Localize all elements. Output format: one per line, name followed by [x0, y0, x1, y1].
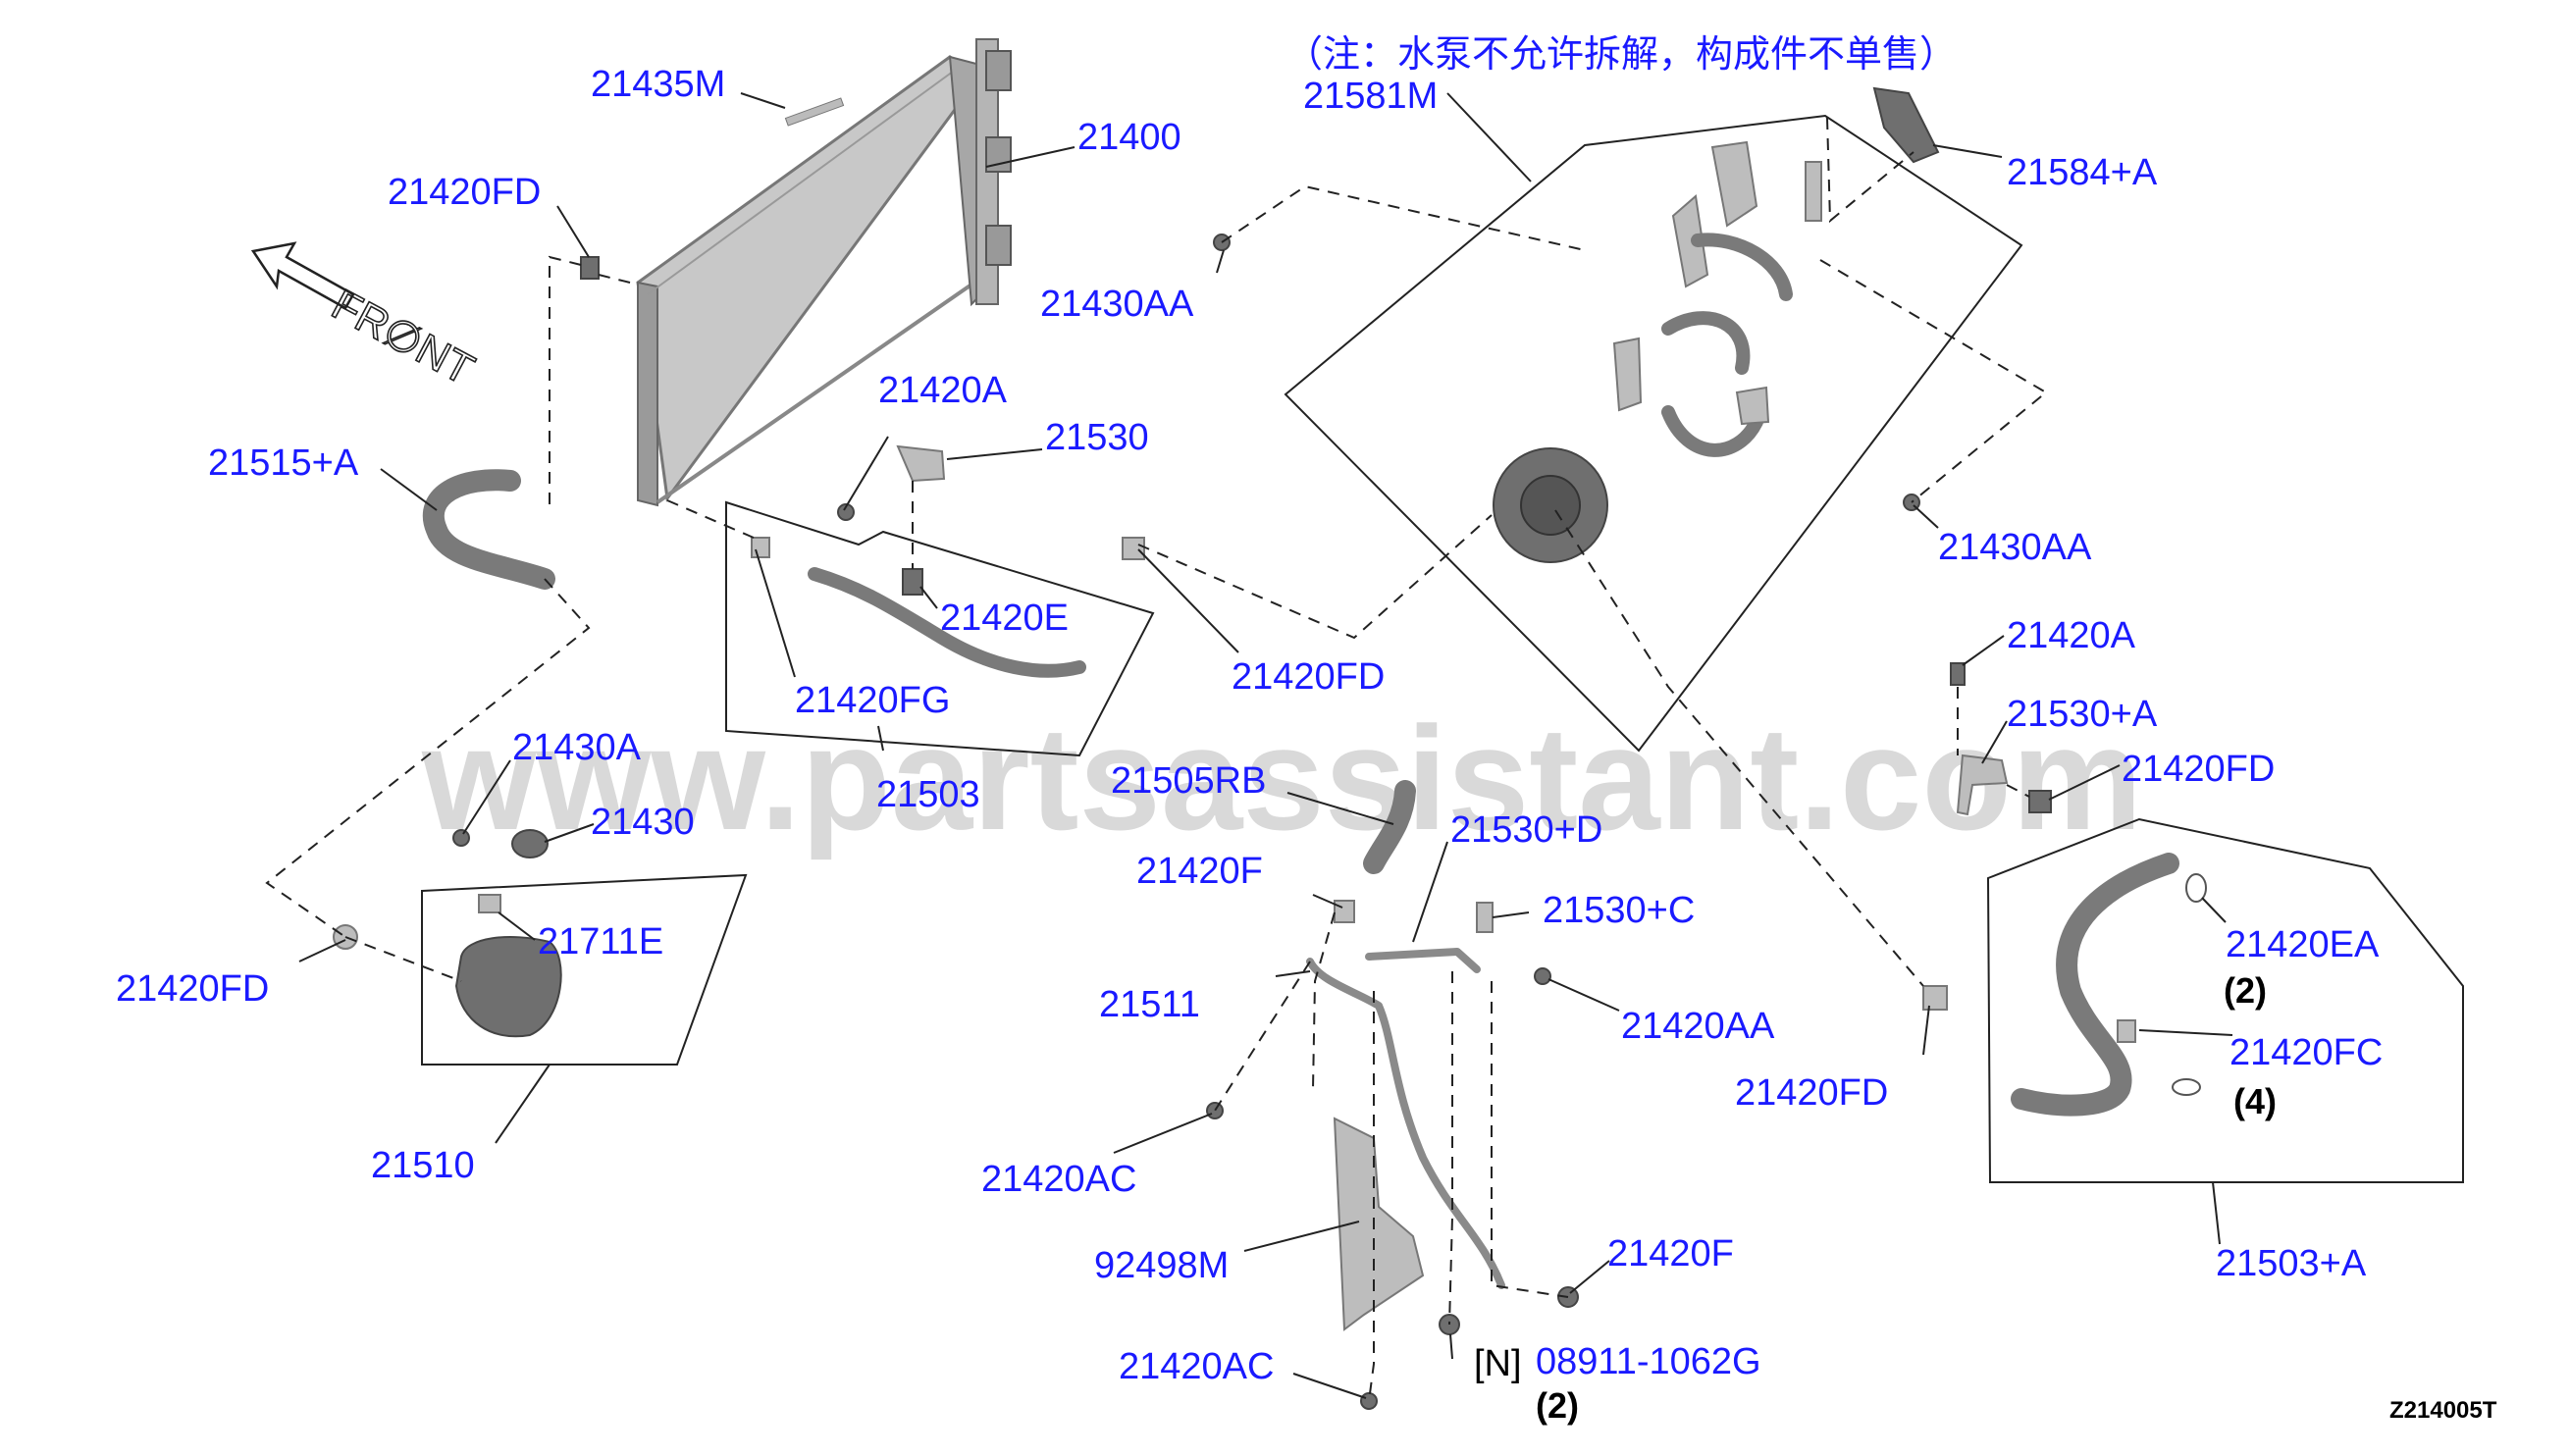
bracket-21530C: [1476, 902, 1494, 933]
clip-21420FD-r2: [1922, 985, 1948, 1011]
group-21503A: [1986, 817, 2464, 1183]
label-21505RB: 21505RB: [1111, 760, 1266, 802]
label-21530: 21530: [1045, 417, 1149, 458]
bracket-21530A: [1956, 754, 2009, 816]
label-21420E: 21420E: [940, 598, 1069, 639]
label-21430AA-1: 21430AA: [1040, 284, 1194, 325]
front-label: FR∅NT: [324, 281, 481, 394]
strip-21435M: [784, 97, 845, 127]
label-21530C: 21530+C: [1543, 890, 1695, 931]
hose-21503A: [2011, 853, 2179, 1117]
n-bracket-label: [N]: [1474, 1343, 1522, 1384]
label-21511: 21511: [1099, 984, 1200, 1025]
clip-21420FC: [2117, 1019, 2136, 1043]
label-21515A: 21515+A: [208, 442, 359, 484]
clip-21420FG: [751, 537, 770, 558]
bolt-21420AA: [1534, 967, 1551, 985]
label-08911-1062G: 08911-1062G: [1536, 1341, 1761, 1382]
label-21430: 21430: [591, 802, 695, 843]
dashed-lines: [265, 117, 2048, 1402]
clip-21420FD-mid: [1122, 537, 1145, 560]
bolt-21420AC-2: [1360, 1392, 1378, 1410]
label-21420FD-r2: 21420FD: [1735, 1072, 1888, 1114]
label-21435M: 21435M: [591, 64, 725, 105]
watermark: www.partsassistant.com: [421, 696, 2142, 860]
label-21503A: 21503+A: [2216, 1243, 2367, 1284]
group-21503: [725, 500, 1155, 757]
label-21420AC-2: 21420AC: [1119, 1346, 1274, 1387]
radiator: [636, 38, 1012, 507]
label-21420A: 21420A: [878, 370, 1008, 411]
label-21420F-1: 21420F: [1136, 851, 1263, 892]
label-21420FD-top: 21420FD: [388, 172, 541, 213]
hose-21503: [808, 567, 1086, 678]
label-21503: 21503: [876, 774, 980, 815]
reservoir-21510: [452, 829, 562, 1038]
group-21510: [421, 873, 748, 1066]
note-text: （注：水泵不允许拆解，构成件不单售）: [1285, 32, 1957, 76]
bolt-21420A: [837, 503, 855, 521]
label-21584A: 21584+A: [2007, 152, 2158, 193]
bolt-21420AC-1: [1206, 1102, 1224, 1119]
label-21530D: 21530+D: [1450, 809, 1602, 851]
water-pump-21581M: [1213, 86, 1940, 563]
label-21420EA: 21420EA: [2226, 924, 2380, 965]
group-21581M: [1284, 114, 2023, 753]
bracket-21530D: [1365, 948, 1481, 973]
clamp-21420FC-b: [2172, 1078, 2201, 1096]
clamp-21420EA: [2185, 873, 2207, 903]
label-21420A-right: 21420A: [2007, 615, 2136, 656]
qty-21420FC: (4): [2233, 1081, 2277, 1121]
label-21430AA-2: 21430AA: [1938, 527, 2092, 568]
label-21420AC-1: 21420AC: [981, 1159, 1136, 1200]
qty-08911: (2): [1536, 1385, 1579, 1426]
front-arrow-icon: FR∅NT: [250, 241, 483, 395]
label-21420AA: 21420AA: [1621, 1006, 1775, 1047]
label-21711E: 21711E: [538, 921, 663, 962]
bracket-21530: [896, 444, 946, 483]
label-21430A: 21430A: [512, 727, 642, 768]
label-21400: 21400: [1077, 117, 1181, 158]
label-21420FG: 21420FG: [795, 680, 950, 721]
shield-92498M: [1333, 1117, 1425, 1331]
pipe-21511: [1306, 958, 1505, 1289]
label-21420FD-left: 21420FD: [116, 968, 269, 1010]
leader-lines: [298, 92, 2233, 1399]
label-92498M: 92498M: [1094, 1245, 1229, 1286]
label-21530A: 21530+A: [2007, 694, 2158, 735]
clip-21420F-1: [1334, 900, 1355, 923]
hose-21505RB: [1363, 780, 1416, 874]
label-21420FC: 21420FC: [2229, 1032, 2383, 1073]
label-21420F-2: 21420F: [1607, 1233, 1734, 1274]
hose-21515A: [422, 469, 555, 590]
qty-21420EA: (2): [2224, 970, 2267, 1011]
label-21581M: 21581M: [1303, 76, 1438, 117]
diagram-code: Z214005T: [2389, 1397, 2497, 1424]
label-21420FD-mid: 21420FD: [1232, 656, 1385, 698]
bolt-21420A-right: [1950, 662, 1966, 686]
label-21420FD-r: 21420FD: [2122, 749, 2275, 790]
clip-21420E: [902, 568, 923, 596]
clip-21420FD-r: [2028, 790, 2052, 813]
clip-21420FD-top: [580, 256, 600, 280]
label-21510: 21510: [371, 1145, 475, 1186]
